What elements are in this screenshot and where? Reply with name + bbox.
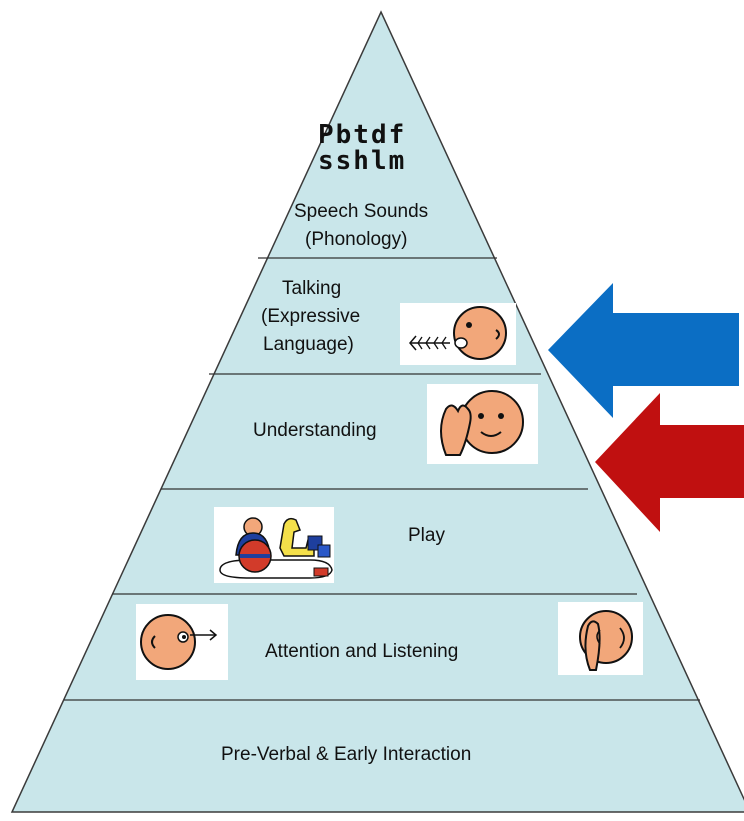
talking-face-icon — [400, 303, 516, 365]
language-label: Language) — [263, 334, 354, 355]
phonology-label: (Phonology) — [305, 229, 408, 250]
talking-label: Talking — [282, 278, 342, 299]
thinking-face-icon — [427, 384, 538, 464]
red-arrow — [595, 393, 744, 532]
speech-sounds-label: Speech Sounds — [294, 201, 429, 222]
blue-arrow — [548, 283, 739, 418]
looking-face-icon — [136, 604, 228, 680]
attention-listening-label: Attention and Listening — [265, 641, 459, 662]
pre-verbal-label: Pre-Verbal & Early Interaction — [221, 744, 472, 765]
toys-icon — [214, 507, 334, 583]
understanding-label: Understanding — [253, 420, 377, 441]
speech-letters-line1: Pbtdf — [318, 120, 407, 150]
play-label: Play — [408, 525, 445, 546]
speech-letters-line2: sshlm — [318, 146, 407, 176]
expressive-label: (Expressive — [261, 306, 361, 327]
listening-ear-icon — [558, 602, 643, 675]
